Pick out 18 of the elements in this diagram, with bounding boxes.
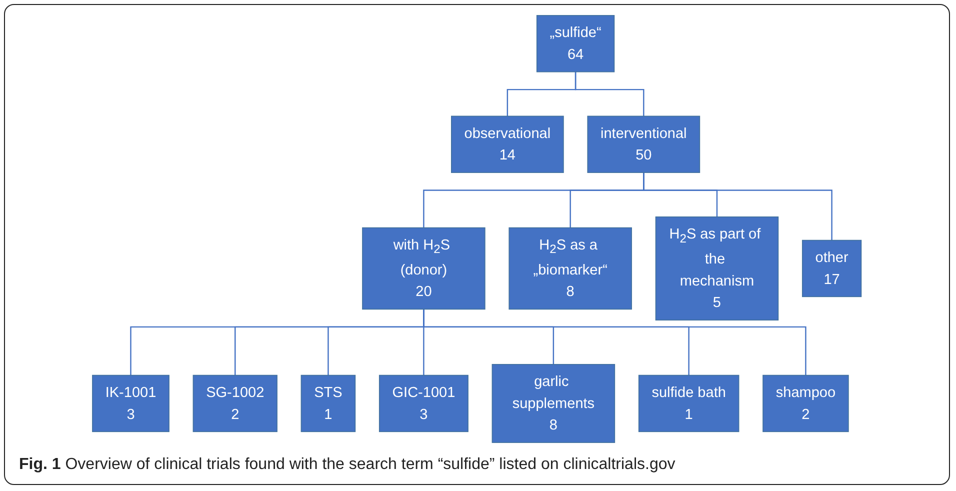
node-box: „sulfide“ 64 (536, 15, 615, 72)
connector (643, 172, 833, 240)
node-box: STS 1 (300, 374, 356, 432)
node-box: garlic supplements 8 (492, 364, 616, 443)
node-box: SG-1002 2 (192, 374, 278, 432)
node-box: GIC-1001 3 (379, 374, 469, 432)
node-box: H$_{2}$S as a „biomarker“ 8 (508, 227, 632, 310)
node-box: sulfide bath 1 (638, 374, 740, 432)
node-box: H$_{2}$S as part of the mechanism 5 (656, 216, 779, 320)
node-box: shampoo 2 (762, 374, 849, 432)
node-box: with H$_{2}$S (donor) 20 (362, 227, 486, 310)
node-box: interventional 50 (587, 116, 700, 173)
node-box: observational 14 (451, 116, 564, 173)
connector (423, 309, 806, 376)
figure-caption: Fig. 1 Overview of clinical trials found with the search term “sulfide” listed on clinicaltrials.gov (19, 456, 676, 474)
connector (575, 72, 644, 116)
node-box: other 17 (802, 240, 862, 298)
node-box: IK-1001 3 (92, 374, 170, 432)
